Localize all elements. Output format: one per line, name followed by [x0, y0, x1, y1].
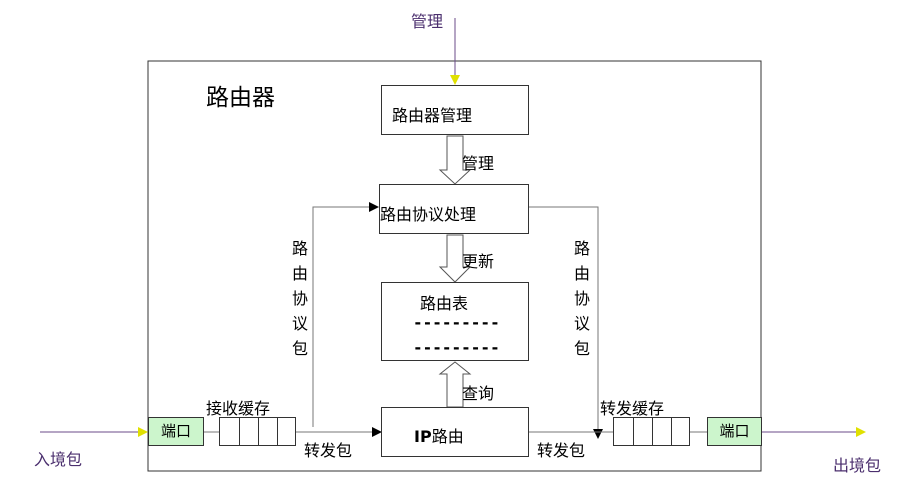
forward-buffer-slot — [652, 418, 653, 445]
ip-routing-box: IP路由 — [381, 407, 529, 457]
right-protocol-packet-label: 路 由 协 议 包 — [572, 236, 592, 361]
right-protocol-line — [528, 206, 603, 439]
management-arrow-label: 管理 — [462, 154, 495, 173]
routing-table-entry-1: --------- — [413, 313, 500, 332]
receive-buffer — [219, 417, 296, 446]
left-protocol-char-4: 议 — [291, 314, 308, 333]
left-protocol-line — [312, 202, 379, 427]
inbound-packet-label: 入境包 — [34, 450, 83, 469]
forward-buffer-slot — [633, 418, 634, 445]
router-title: 路由器 — [206, 85, 275, 111]
left-protocol-char-2: 由 — [291, 264, 308, 283]
receive-buffer-slot — [258, 418, 259, 445]
hollow-arrow-query — [438, 361, 472, 408]
ip-routing-prefix: IP — [414, 427, 432, 446]
forward-buffer-label: 转发缓存 — [600, 399, 665, 418]
left-port: 端口 — [148, 417, 204, 446]
router-management-label: 路由器管理 — [392, 106, 473, 125]
protocol-processing-label: 路由协议处理 — [380, 205, 477, 224]
receive-buffer-label: 接收缓存 — [206, 399, 271, 418]
right-protocol-char-4: 议 — [573, 314, 590, 333]
outbound-packet-label: 出境包 — [833, 456, 882, 475]
top-management-label: 管理 — [411, 12, 444, 31]
right-protocol-char-3: 协 — [573, 289, 590, 308]
routing-table-entry-2: --------- — [413, 338, 500, 357]
hollow-arrow-management — [438, 135, 472, 185]
right-protocol-char-2: 由 — [573, 264, 590, 283]
ip-routing-suffix: 路由 — [431, 427, 464, 446]
left-protocol-char-3: 协 — [291, 289, 308, 308]
forward-buffer — [613, 417, 690, 446]
routing-table-box: 路由表 --------- --------- — [381, 282, 529, 361]
protocol-processing-box: 路由协议处理 — [379, 184, 529, 234]
hollow-arrow-update — [438, 234, 472, 283]
ip-routing-label: IP路由 — [414, 423, 464, 447]
right-protocol-char-5: 包 — [573, 339, 590, 358]
routing-table-label: 路由表 — [420, 294, 469, 313]
router-management-box: 路由器管理 — [381, 85, 529, 135]
forward-buffer-slot — [671, 418, 672, 445]
left-protocol-packet-label: 路 由 协 议 包 — [290, 236, 310, 361]
receive-buffer-slot — [277, 418, 278, 445]
left-forward-packet-label: 转发包 — [304, 441, 353, 460]
right-forward-packet-label: 转发包 — [537, 441, 586, 460]
update-label: 更新 — [462, 252, 495, 271]
right-port: 端口 — [707, 417, 762, 446]
receive-buffer-slot — [239, 418, 240, 445]
left-protocol-char-1: 路 — [291, 239, 308, 258]
left-protocol-char-5: 包 — [291, 339, 308, 358]
right-protocol-char-1: 路 — [573, 239, 590, 258]
query-label-text: 查询 — [462, 384, 495, 403]
